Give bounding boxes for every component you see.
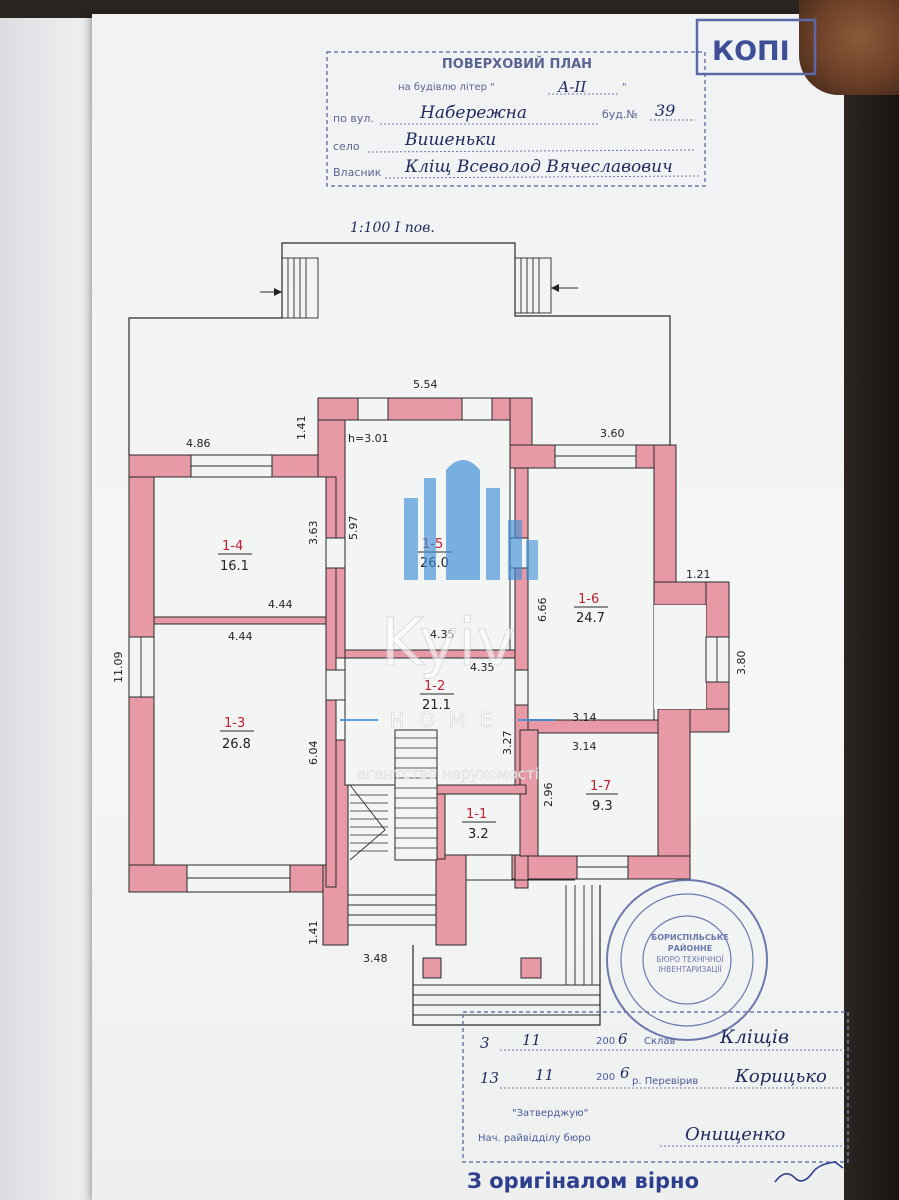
room-1-6: 1-6 24.7 — [574, 592, 608, 626]
dim-right-side: 3.80 — [735, 651, 748, 676]
room-1-7-id: 1-7 — [590, 779, 611, 794]
background-right — [844, 0, 899, 1200]
dim-121: 1.21 — [686, 568, 711, 581]
dim-1-7-top: 3.14 — [572, 740, 597, 753]
made-day: 3 — [480, 1034, 490, 1052]
back-page — [0, 18, 110, 1200]
dim-top: 5.54 — [413, 378, 438, 391]
dim-1-2-top: 4.35 — [470, 661, 495, 674]
checked-day: 13 — [480, 1069, 499, 1087]
head-label: Нач. райвідділу бюро — [478, 1132, 591, 1144]
street-label: по вул. — [333, 112, 374, 125]
street-value: Набережна — [419, 103, 527, 123]
rooms — [153, 419, 706, 926]
watermark-sub: HOME — [390, 708, 507, 732]
dim-1-7-height: 2.96 — [542, 783, 555, 808]
made-year-prefix: 200 — [596, 1036, 615, 1047]
village-label: село — [333, 140, 360, 153]
room-1-3-id: 1-3 — [224, 716, 245, 731]
windows — [128, 397, 730, 893]
plan-title: ПОВЕРХОВИЙ ПЛАН — [442, 56, 592, 72]
watermark-logo-icon — [404, 460, 538, 580]
round-stamp-line3: БЮРО ТЕХНІЧНОЇ — [656, 955, 724, 964]
owner-label: Власник — [333, 166, 382, 179]
copy-stamp-text: КОПІ — [712, 36, 790, 67]
room-1-6-area: 24.7 — [576, 611, 605, 626]
dim-1-2-height: 3.27 — [501, 731, 514, 756]
checked-label: р. Перевірив — [632, 1075, 698, 1087]
room-1-1-area: 3.2 — [468, 827, 489, 842]
dim-1-5-bottom: 4.35 — [430, 628, 455, 641]
copy-corner-stamp: КОПІ — [695, 18, 817, 76]
house-value: 39 — [655, 101, 675, 120]
room-1-3: 1-3 26.8 — [220, 716, 254, 752]
village-value: Вишеньки — [404, 130, 496, 150]
ceiling-height: h=3.01 — [348, 432, 389, 445]
checked-month: 11 — [535, 1066, 554, 1084]
dim-1-5-height: 5.97 — [347, 516, 360, 541]
dim-bottom: 3.48 — [363, 952, 388, 965]
dim-141-bottom: 1.41 — [307, 921, 320, 946]
scale-label: 1:100 І пов. — [350, 220, 435, 236]
terrace-outline — [128, 242, 671, 455]
room-labels: 1-4 16.1 1-5 26.0 1-6 24.7 1-3 26.8 1-2 … — [218, 537, 618, 842]
entrance-porch — [412, 879, 601, 1026]
room-1-2: 1-2 21.1 — [420, 679, 454, 713]
dim-1-4-height: 3.63 — [307, 521, 320, 546]
dim-left-side: 11.09 — [112, 652, 125, 684]
dim-1-4-bottom: 4.44 — [268, 598, 293, 611]
kyiv-home-watermark: Kyiv HOME агентство нерухомості — [340, 460, 556, 783]
made-year: 6 — [618, 1030, 628, 1048]
building-letter: А-ІІ — [557, 78, 587, 96]
dim-1-6-bottom: 3.14 — [572, 711, 597, 724]
house-label: буд.№ — [602, 108, 638, 121]
room-1-1-id: 1-1 — [466, 807, 487, 822]
round-stamp-line4: ІНВЕНТАРИЗАЦІЇ — [658, 965, 722, 974]
owner-value: Кліщ Всеволод Вячеславович — [404, 157, 673, 177]
made-signature: Кліщів — [719, 1026, 789, 1048]
dimensions: 5.54 4.86 3.60 1.41 3.63 5.97 4.44 4.44 … — [112, 378, 748, 965]
made-label: Склав — [644, 1036, 676, 1047]
head-signature: Онищенко — [685, 1124, 785, 1145]
round-stamp: БОРИСПІЛЬСЬКЕ РАЙОННЕ БЮРО ТЕХНІЧНОЇ ІНВ… — [606, 879, 768, 1041]
dim-141-top: 1.41 — [295, 416, 308, 441]
round-stamp-line1: БОРИСПІЛЬСЬКЕ — [651, 933, 729, 942]
room-1-2-id: 1-2 — [424, 679, 445, 694]
room-1-7: 1-7 9.3 — [586, 779, 618, 814]
dim-left-top: 4.86 — [186, 437, 211, 450]
checked-year-prefix: 200 — [596, 1072, 615, 1083]
approve-label: "Затверджую" — [512, 1108, 588, 1119]
room-1-3-area: 26.8 — [222, 737, 251, 752]
building-label: на будівлю літер " — [398, 81, 495, 93]
watermark-tagline: агентство нерухомості — [357, 765, 539, 783]
copy-certification: З оригіналом вірно — [467, 1169, 699, 1193]
room-1-4-id: 1-4 — [222, 539, 243, 554]
room-1-6-id: 1-6 — [578, 592, 599, 607]
checked-signature: Корицько — [734, 1066, 827, 1087]
dim-1-3-height: 6.04 — [307, 741, 320, 766]
copy-signature-scribble — [774, 1161, 844, 1183]
made-month: 11 — [522, 1031, 541, 1049]
signature-stamp: 3 11 200 6 Склав Кліщів 13 11 200 6 р. П… — [462, 1011, 849, 1163]
dim-1-6-height: 6.66 — [536, 598, 549, 623]
round-stamp-line2: РАЙОННЕ — [668, 942, 712, 953]
room-1-2-area: 21.1 — [422, 698, 451, 713]
dim-right-top: 3.60 — [600, 427, 625, 440]
watermark-brand: Kyiv — [381, 604, 516, 681]
room-1-4: 1-4 16.1 — [218, 539, 252, 574]
room-1-1: 1-1 3.2 — [462, 807, 496, 842]
dim-1-3-top: 4.44 — [228, 630, 253, 643]
room-1-4-area: 16.1 — [220, 559, 249, 574]
header-stamp: ПОВЕРХОВИЙ ПЛАН на будівлю літер " А-ІІ … — [326, 51, 706, 187]
room-1-7-area: 9.3 — [592, 799, 613, 814]
building-suffix: " — [622, 82, 627, 93]
interior-stairs — [348, 729, 438, 916]
checked-year: 6 — [620, 1064, 630, 1082]
